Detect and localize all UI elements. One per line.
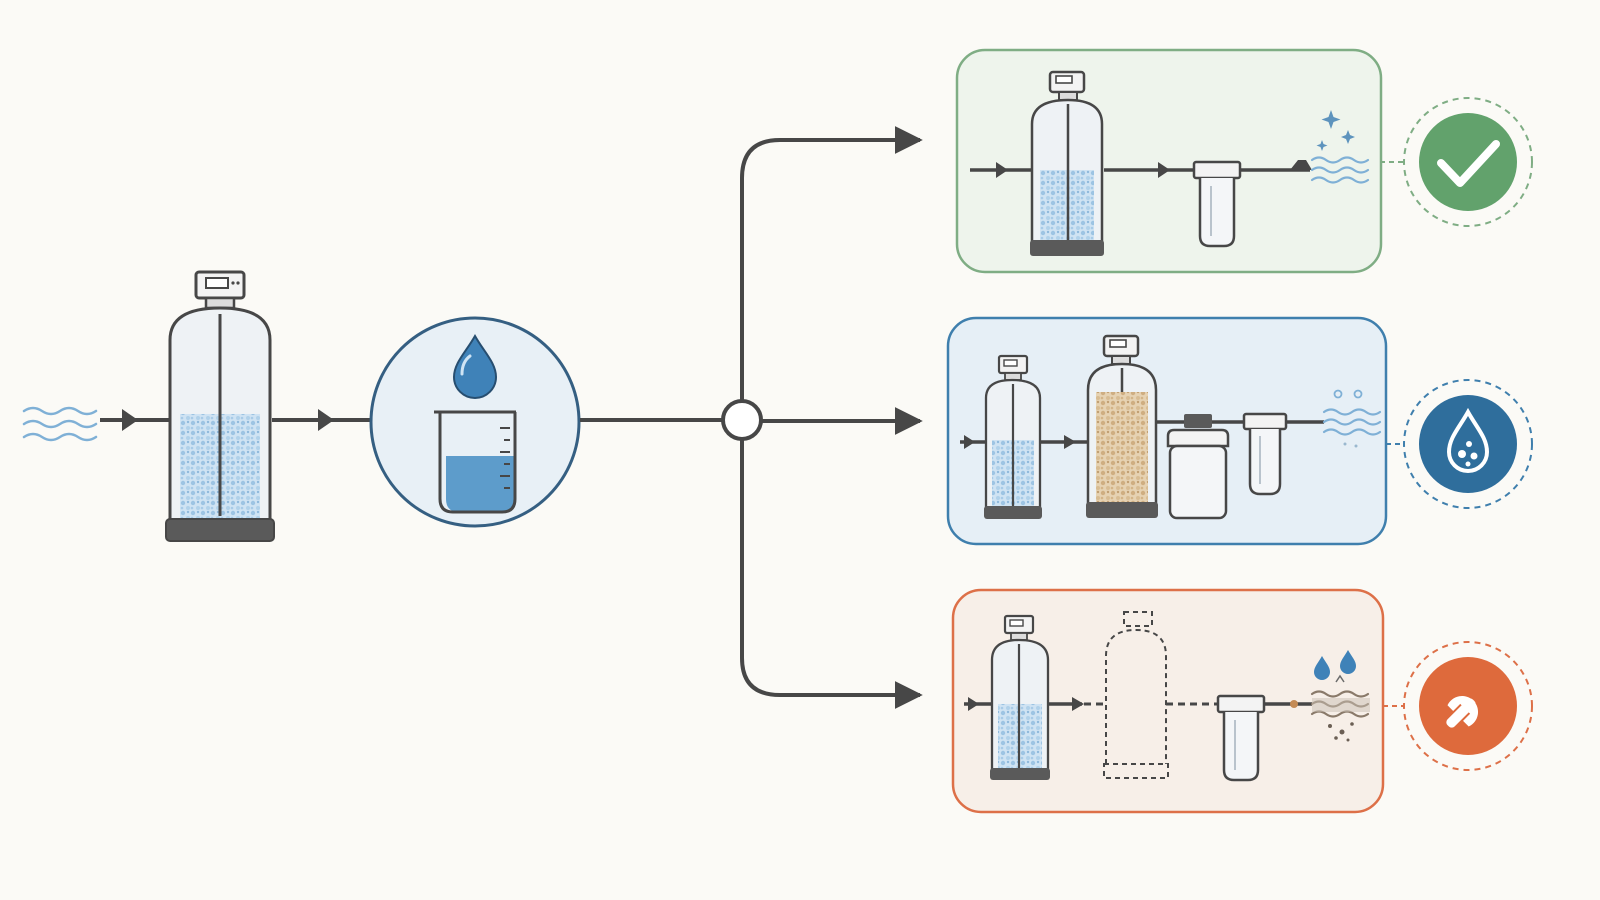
inlet-arrow xyxy=(122,409,138,431)
water-drop-particles-icon xyxy=(1446,407,1490,473)
inlet-waves-icon xyxy=(22,406,98,442)
treatment-badge xyxy=(1403,379,1533,509)
water-softener-icon xyxy=(165,270,275,542)
sparkling-water-icon xyxy=(1310,110,1370,184)
filter-canister-icon xyxy=(1166,414,1230,520)
branch-junction xyxy=(721,399,763,441)
water-softener-icon xyxy=(990,614,1050,780)
clean-water-bubbles-icon xyxy=(1322,389,1382,448)
checkmark-icon xyxy=(1437,140,1500,187)
missing-tank-outline-icon xyxy=(1103,611,1169,779)
outcome-good-panel xyxy=(955,48,1383,274)
softener-outlet-arrow xyxy=(318,409,334,431)
carbon-filter-tank-icon xyxy=(1086,334,1158,518)
sediment-filter-icon xyxy=(1216,694,1266,782)
outcome-treatment-panel xyxy=(946,316,1388,546)
water-softener-icon xyxy=(984,354,1042,519)
water-test-node xyxy=(369,316,581,528)
sediment-filter-icon xyxy=(1242,412,1288,496)
water-softener-icon xyxy=(1030,70,1104,256)
outcome-fix-panel xyxy=(951,588,1385,814)
branch-lines xyxy=(580,126,923,709)
fix-badge xyxy=(1403,641,1533,771)
approved-badge xyxy=(1403,97,1533,227)
dirty-water-drops-icon xyxy=(1310,650,1370,742)
wrench-icon xyxy=(1446,696,1478,728)
water-drop-icon xyxy=(452,333,498,399)
beaker-icon xyxy=(434,410,517,514)
sediment-filter-icon xyxy=(1192,160,1242,248)
